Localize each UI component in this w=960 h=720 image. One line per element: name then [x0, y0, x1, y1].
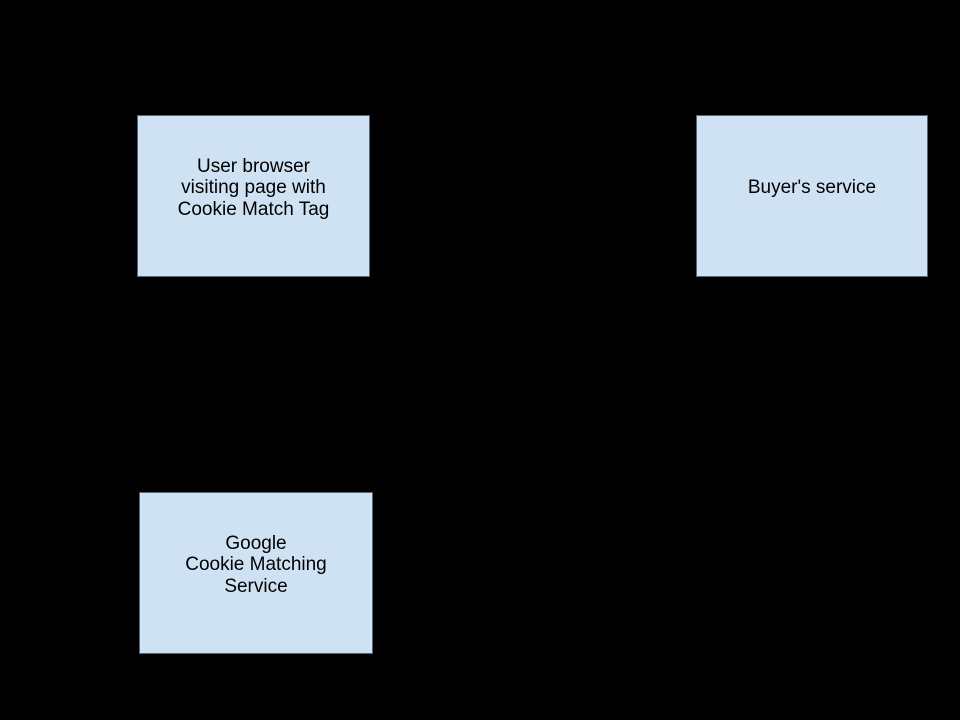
node-label-line: Service: [224, 575, 288, 597]
node-label: Google Cookie Matching Service: [140, 533, 372, 598]
node-label-line: Buyer's service: [747, 177, 877, 199]
node-google-cookie-matching-service: Google Cookie Matching Service: [139, 492, 373, 654]
node-label-line: User browser: [197, 155, 310, 177]
node-user-browser: User browser visiting page with Cookie M…: [137, 115, 370, 277]
node-label-line: Google: [225, 532, 287, 554]
node-label-line: visiting page with: [181, 177, 326, 199]
node-label: Buyer's service: [697, 177, 927, 199]
node-label-line: Cookie Matching: [185, 554, 327, 576]
node-label: User browser visiting page with Cookie M…: [138, 156, 369, 221]
node-buyers-service: Buyer's service: [696, 115, 928, 277]
node-label-line: Cookie Match Tag: [177, 198, 330, 220]
